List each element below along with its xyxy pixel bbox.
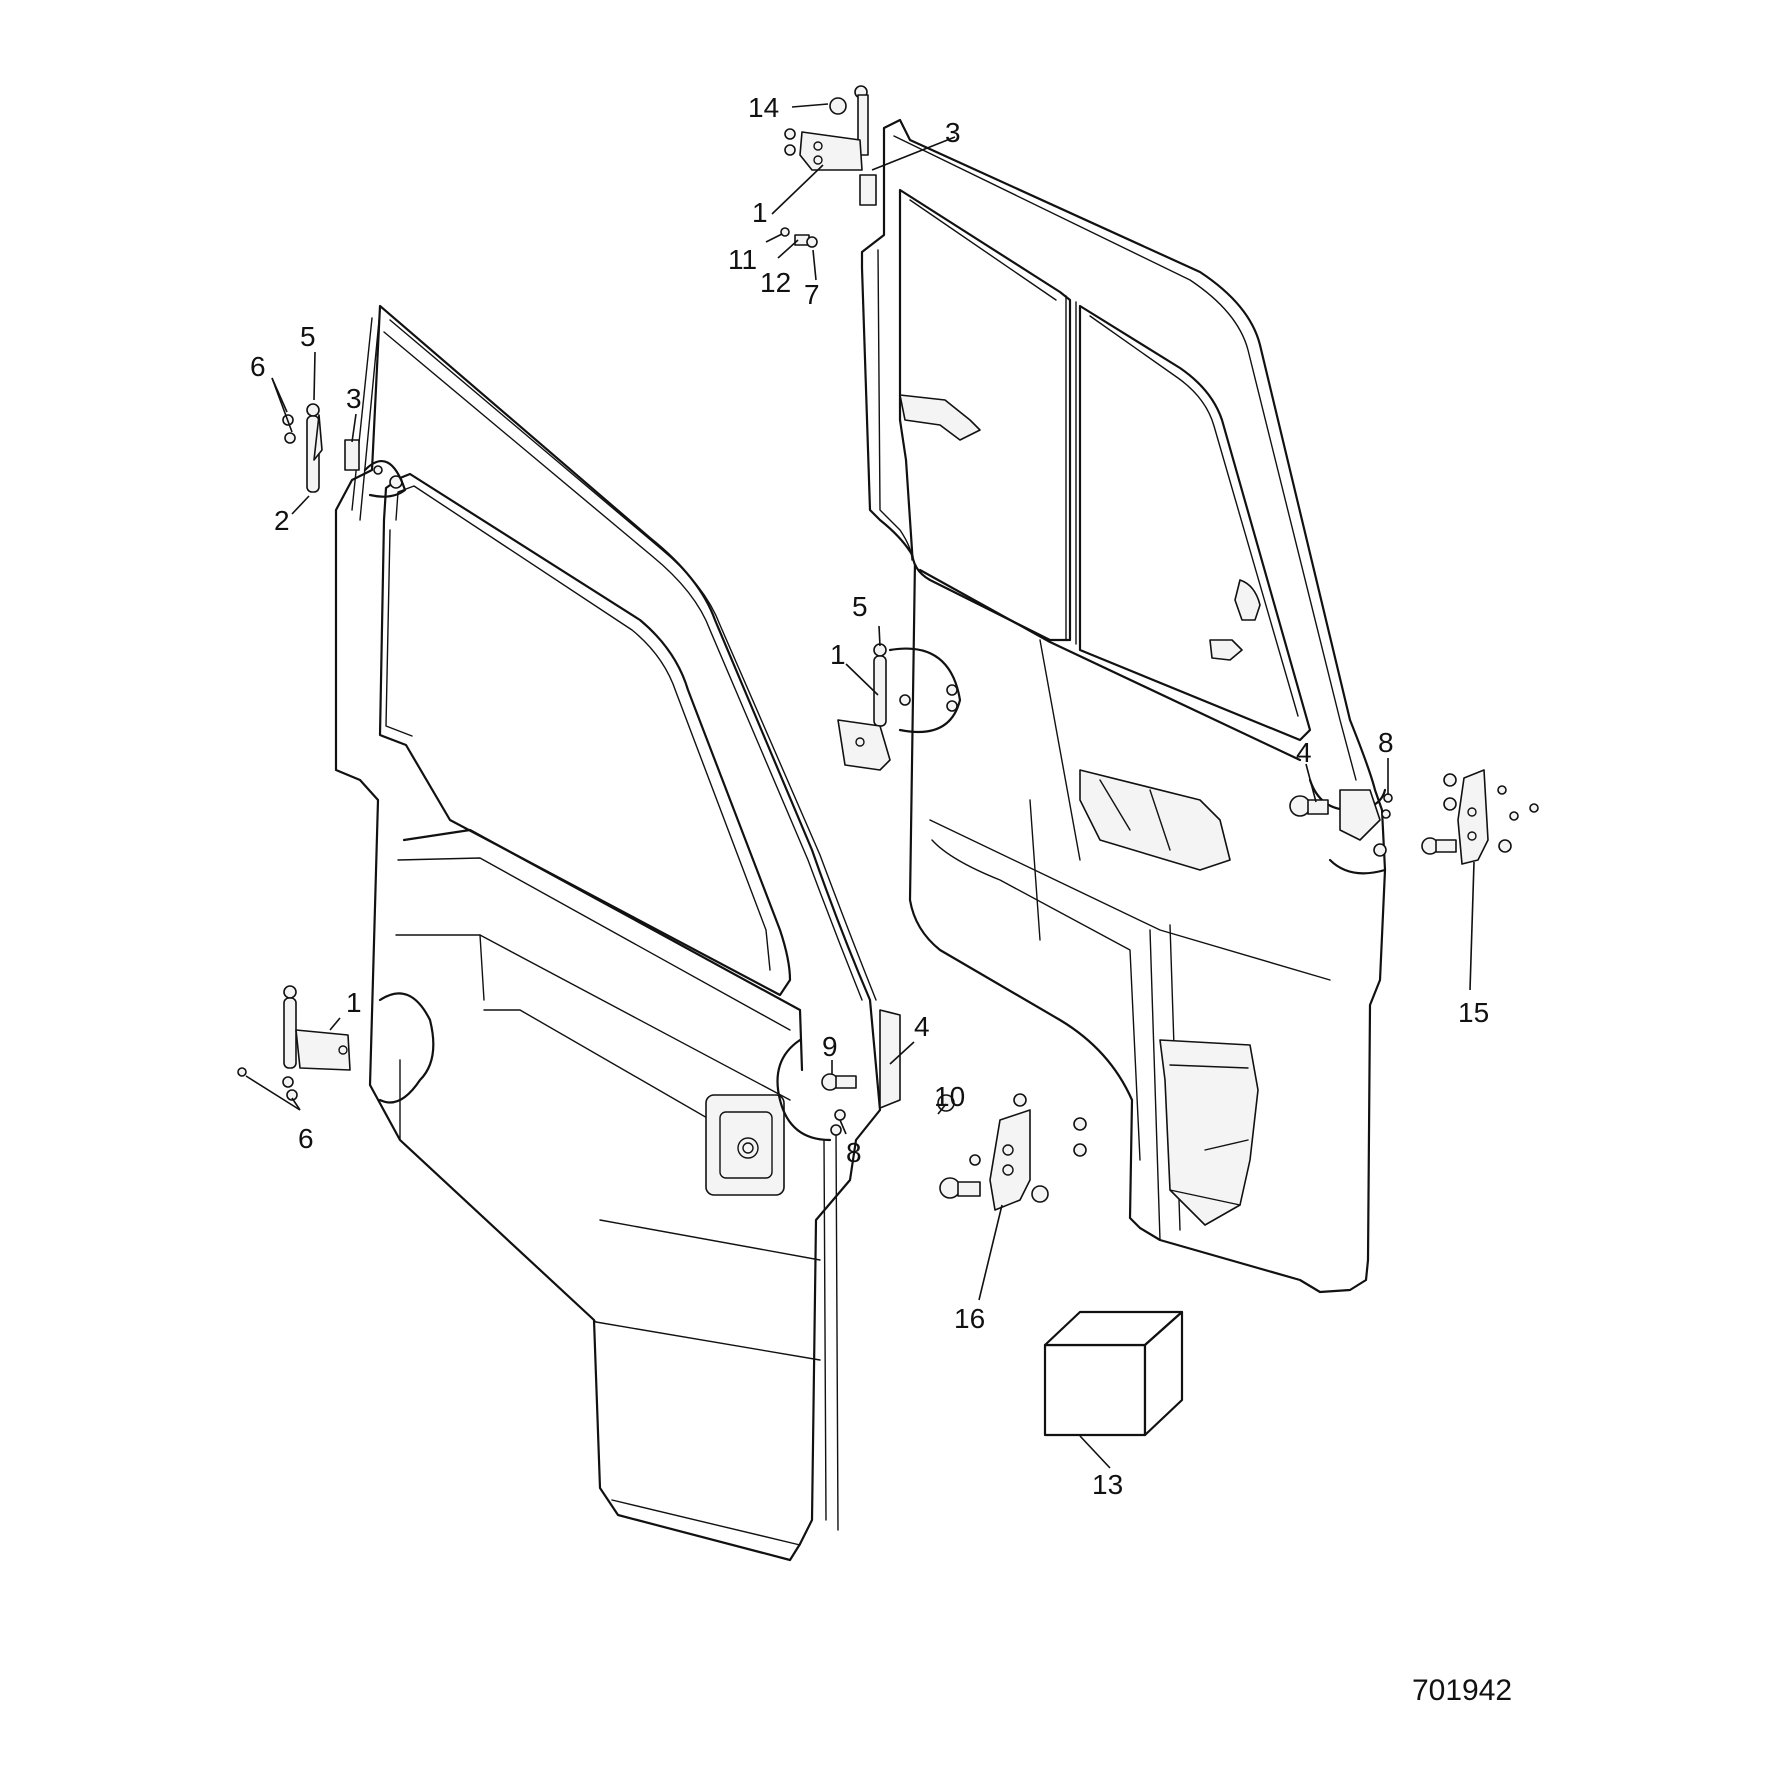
callout-1-left-hinge: 1 (346, 987, 362, 1018)
callout-2: 2 (274, 505, 290, 536)
callout-4-right: 4 (1296, 737, 1312, 768)
callout-1-top-right: 1 (752, 197, 768, 228)
callout-4-left: 4 (914, 1011, 930, 1042)
callout-12: 12 (760, 267, 791, 298)
kit-box-13 (1043, 1310, 1184, 1437)
document-number: 701942 (1412, 1674, 1512, 1707)
callout-14: 14 (748, 92, 779, 123)
callout-13: 13 (1092, 1469, 1123, 1500)
callout-1-mid-right: 1 (830, 639, 846, 670)
leader-lines (245, 103, 1475, 1469)
hardware-striker-16 (939, 1093, 1087, 1211)
callout-6-top-left: 6 (250, 351, 266, 382)
callout-10: 10 (934, 1081, 965, 1112)
right-door (860, 118, 1387, 1294)
left-door (334, 304, 882, 1562)
hardware-striker-15 (1421, 769, 1539, 865)
hardware-mid-right-hinge (837, 643, 962, 771)
hardware-top-left (282, 403, 407, 498)
hardware-mid-left-hinge (237, 985, 351, 1101)
hardware-latch-left (821, 1009, 955, 1136)
callout-3-left: 3 (346, 383, 362, 414)
callout-6-left-hinge: 6 (298, 1123, 314, 1154)
callout-16: 16 (954, 1303, 985, 1334)
callout-labels: 14 3 1 11 12 7 5 6 3 2 5 1 4 8 15 1 6 9 … (250, 92, 1489, 1500)
callout-11: 11 (728, 244, 757, 275)
callout-8-right: 8 (1378, 727, 1394, 758)
callout-5-right: 5 (852, 591, 868, 622)
hardware-top-right (780, 85, 877, 248)
callout-5-left: 5 (300, 321, 316, 352)
callout-15: 15 (1458, 997, 1489, 1028)
callout-9: 9 (822, 1031, 838, 1062)
callout-7: 7 (804, 279, 820, 310)
callout-3-top-right: 3 (945, 117, 961, 148)
callout-8-left: 8 (846, 1137, 862, 1168)
